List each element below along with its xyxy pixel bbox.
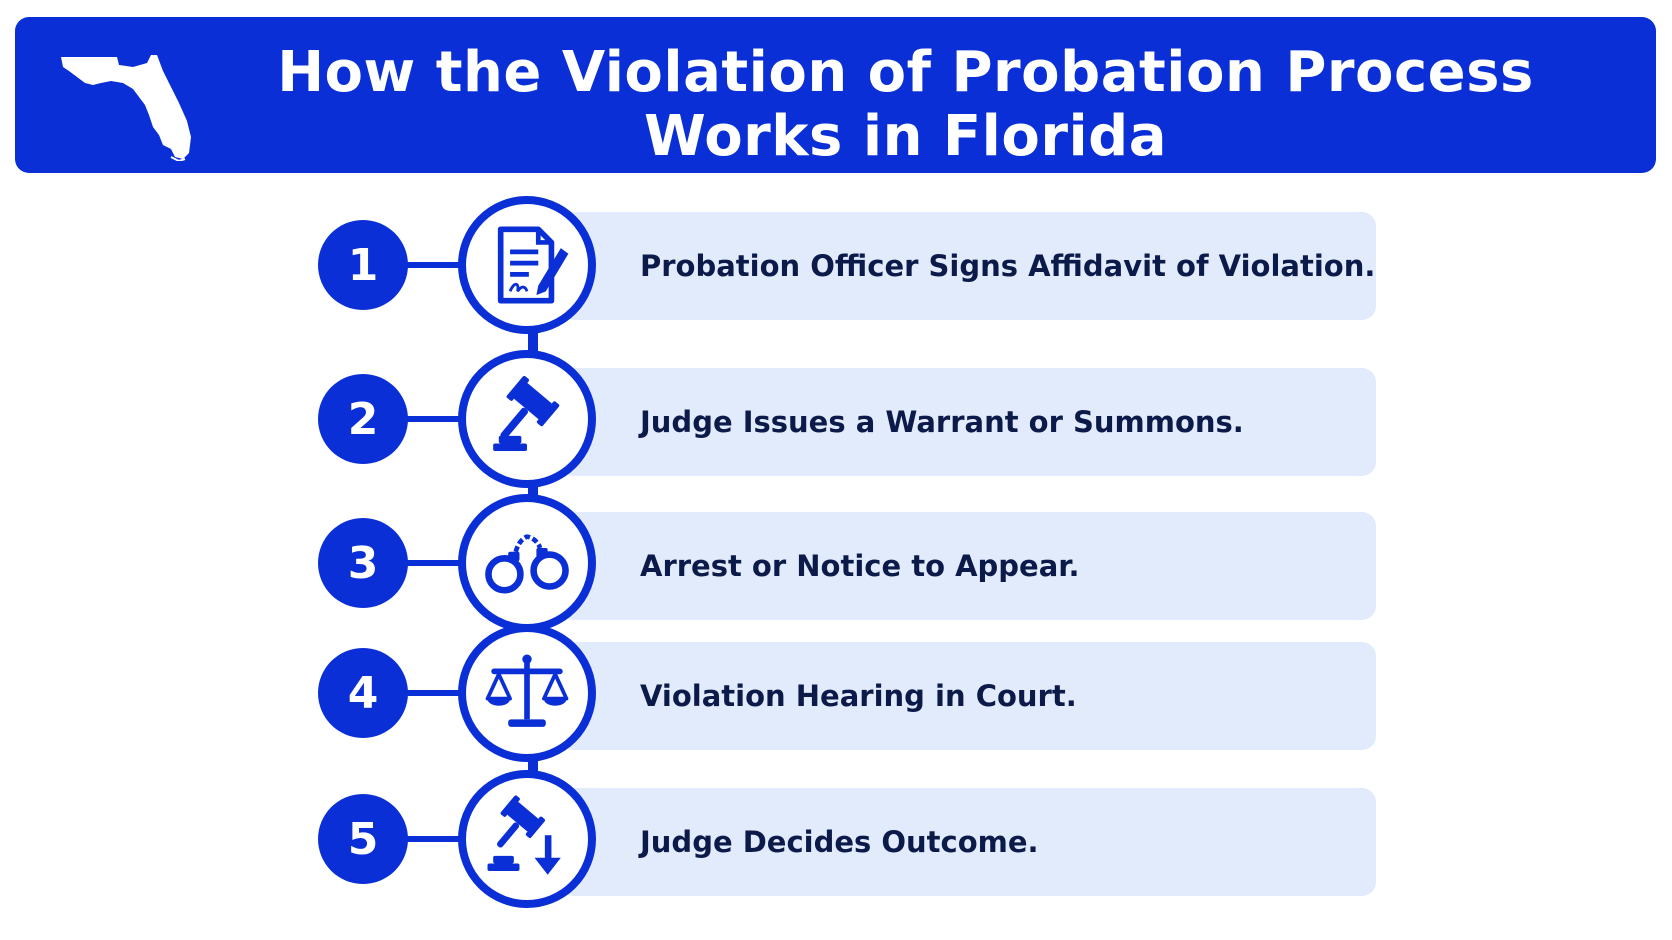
- step-icon-ring: [458, 196, 596, 334]
- step-label: Violation Hearing in Court.: [640, 679, 1077, 713]
- step-number-badge: 2: [318, 374, 408, 464]
- gavel-icon: [493, 375, 560, 451]
- step-label: Arrest or Notice to Appear.: [640, 549, 1080, 583]
- step-label: Probation Officer Signs Affidavit of Vio…: [640, 249, 1376, 283]
- header-banner: How the Violation of Probation Process W…: [15, 17, 1656, 173]
- page-title: How the Violation of Probation Process W…: [155, 41, 1656, 169]
- step-connector: [400, 560, 470, 566]
- handcuffs-icon: [485, 534, 569, 594]
- step-number-badge: 1: [318, 220, 408, 310]
- step-connector: [400, 690, 470, 696]
- step-number-badge: 5: [318, 794, 408, 884]
- step-card: Arrest or Notice to Appear.: [560, 512, 1376, 620]
- step-icon-ring: [458, 350, 596, 488]
- step-card: Violation Hearing in Court.: [560, 642, 1376, 750]
- page-title-line2: Works in Florida: [643, 104, 1168, 169]
- step-1: Probation Officer Signs Affidavit of Vio…: [0, 190, 1672, 340]
- step-2: Judge Issues a Warrant or Summons. 2: [0, 338, 1672, 488]
- step-icon-ring: [458, 624, 596, 762]
- step-connector: [400, 416, 470, 422]
- scales-of-justice-icon: [485, 654, 569, 727]
- page-title-line1: How the Violation of Probation Process: [277, 40, 1534, 105]
- step-card: Judge Issues a Warrant or Summons.: [560, 368, 1376, 476]
- step-icon-ring: [458, 494, 596, 632]
- step-number-badge: 4: [318, 648, 408, 738]
- step-3: Arrest or Notice to Appear. 3: [0, 486, 1672, 636]
- step-icon-ring: [458, 770, 596, 908]
- step-connector: [400, 836, 470, 842]
- signed-document-icon: [497, 226, 569, 304]
- step-card: Judge Decides Outcome.: [560, 788, 1376, 896]
- step-number-badge: 3: [318, 518, 408, 608]
- gavel-decision-icon: [487, 795, 561, 875]
- florida-map-icon: [61, 55, 191, 161]
- step-connector: [400, 262, 470, 268]
- step-4: Violation Hearing in Court. 4: [0, 620, 1672, 770]
- step-label: Judge Issues a Warrant or Summons.: [640, 405, 1244, 439]
- step-card: Probation Officer Signs Affidavit of Vio…: [560, 212, 1376, 320]
- step-label: Judge Decides Outcome.: [640, 825, 1039, 859]
- step-5: Judge Decides Outcome. 5: [0, 764, 1672, 914]
